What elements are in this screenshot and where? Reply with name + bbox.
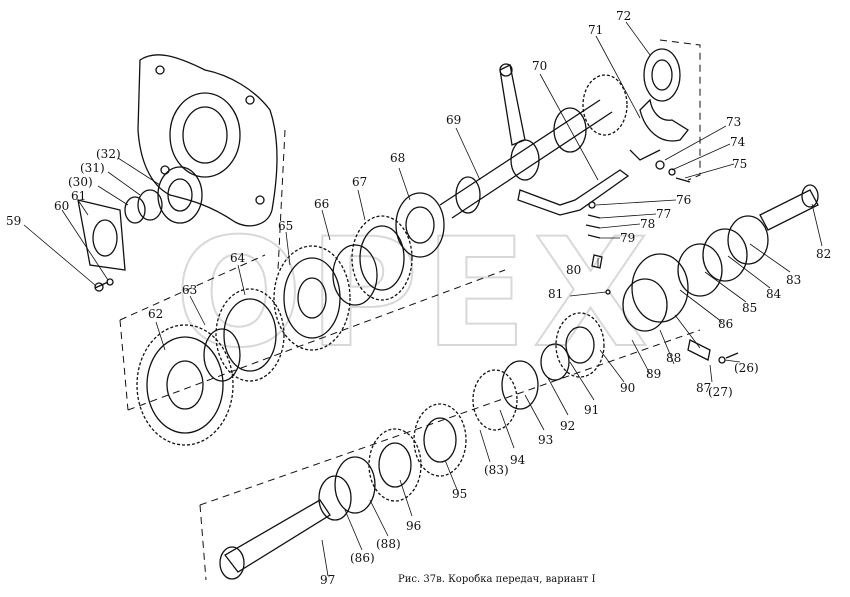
label-69: 69: [446, 113, 461, 127]
label-66: 66: [314, 197, 329, 211]
front-bearing-stack: [77, 166, 203, 292]
label-60: 60: [54, 199, 69, 213]
label-31: (31): [80, 161, 105, 175]
label-94: 94: [510, 453, 526, 467]
countershaft-gears: [136, 192, 445, 446]
label-67: 67: [352, 175, 367, 189]
label-85: 85: [742, 301, 757, 315]
label-83-paren: (83): [484, 463, 509, 477]
label-88-paren: (88): [376, 537, 401, 551]
shift-fork-assembly: [499, 48, 689, 216]
label-84: 84: [766, 287, 782, 301]
label-26-paren: (26): [734, 361, 759, 375]
small-fasteners: [585, 160, 691, 295]
label-75: 75: [732, 157, 747, 171]
label-62: 62: [148, 307, 163, 321]
label-80: 80: [566, 263, 581, 277]
label-96: 96: [406, 519, 421, 533]
label-64: 64: [230, 251, 246, 265]
label-65: 65: [278, 219, 293, 233]
dashed-frames: [119, 39, 701, 581]
label-81: 81: [548, 287, 563, 301]
label-92: 92: [560, 419, 575, 433]
label-68: 68: [390, 151, 405, 165]
output-shaft-rear: [622, 184, 819, 364]
label-97: 97: [320, 573, 335, 587]
part-labels: 59 60 61 (30) (31) (32) 62 63 64 65 66 6…: [6, 9, 831, 587]
leader-lines: [23, 21, 823, 577]
label-91: 91: [584, 403, 599, 417]
drawing-lines: [23, 21, 823, 581]
label-93: 93: [538, 433, 553, 447]
main-shaft: [439, 74, 628, 219]
label-70: 70: [532, 59, 547, 73]
figure-caption: Рис. 37в. Коробка передач, вариант I: [398, 574, 596, 585]
label-88: 88: [666, 351, 681, 365]
label-27-paren: (27): [708, 385, 733, 399]
label-82: 82: [816, 247, 831, 261]
label-59: 59: [6, 214, 21, 228]
label-83: 83: [786, 273, 801, 287]
label-61: 61: [71, 189, 86, 203]
label-30: (30): [68, 175, 93, 189]
label-71: 71: [588, 23, 603, 37]
label-63: 63: [182, 283, 197, 297]
label-86-paren: (86): [350, 551, 375, 565]
label-79: 79: [620, 231, 635, 245]
label-95: 95: [452, 487, 467, 501]
label-72: 72: [616, 9, 631, 23]
label-87: 87: [696, 381, 711, 395]
label-78: 78: [640, 217, 655, 231]
label-89: 89: [646, 367, 661, 381]
label-90: 90: [620, 381, 635, 395]
label-77: 77: [656, 207, 671, 221]
label-86: 86: [718, 317, 733, 331]
label-74: 74: [730, 135, 746, 149]
watermark-text: OPEX: [175, 207, 655, 381]
lower-shaft-gears: [219, 312, 605, 580]
label-32: (32): [96, 147, 121, 161]
label-76: 76: [676, 193, 691, 207]
label-73: 73: [726, 115, 741, 129]
